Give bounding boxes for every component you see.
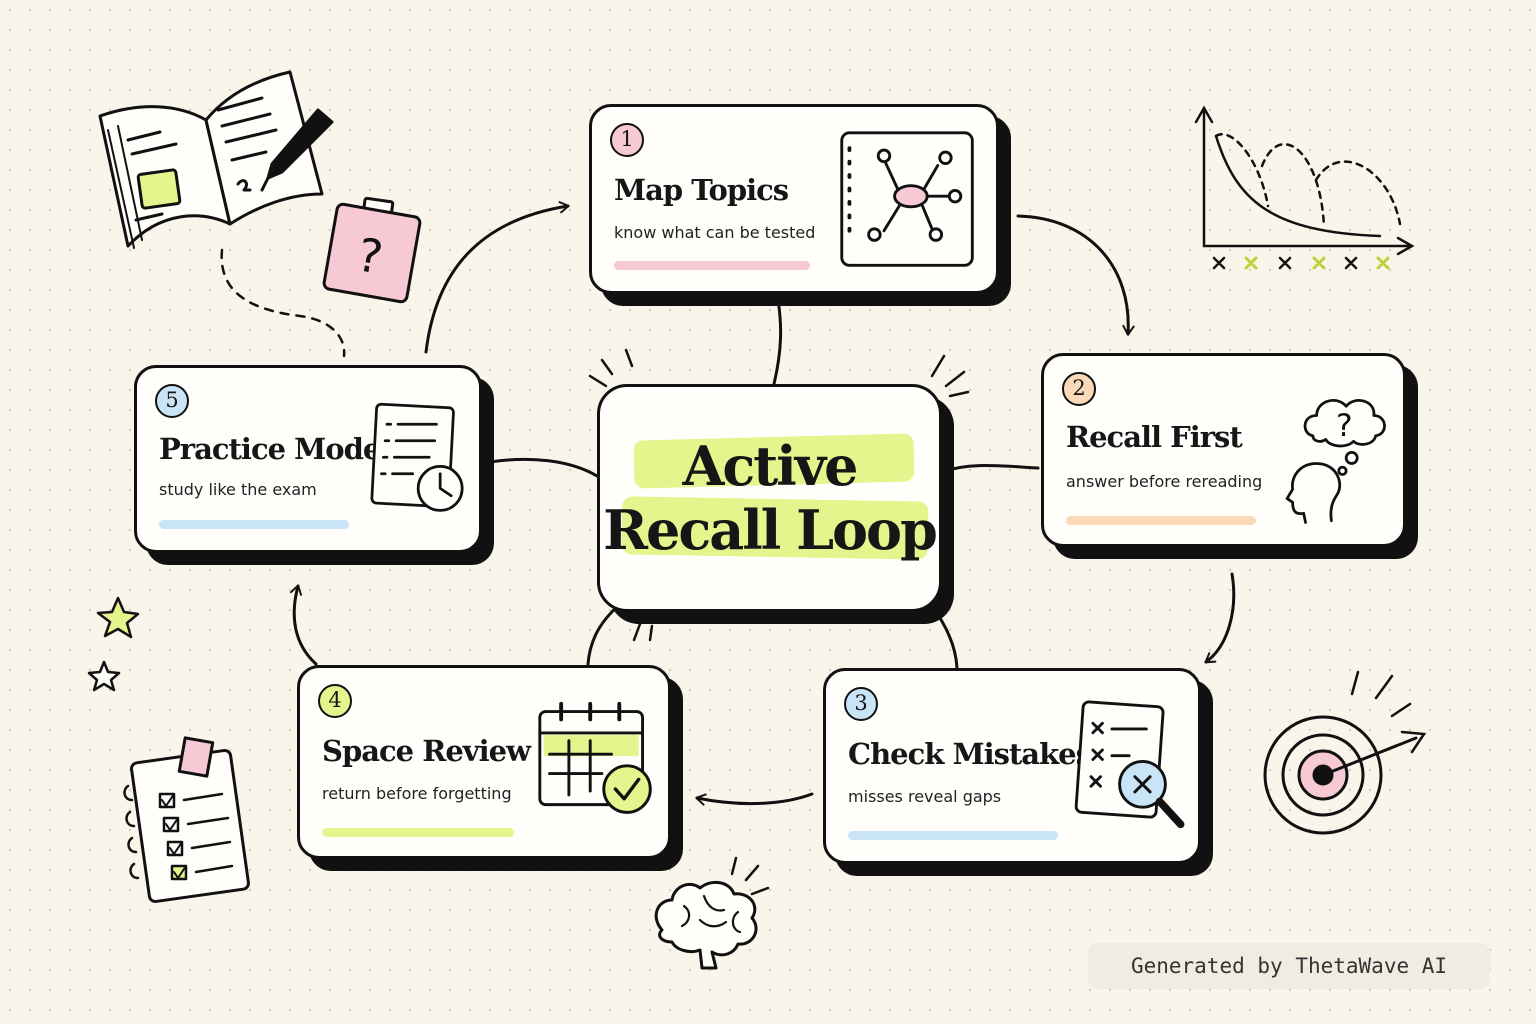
step-number: 1 [610, 123, 644, 157]
step-card-map-topics[interactable]: 1 Map Topics know what can be tested [589, 104, 999, 294]
step-card-recall-first[interactable]: 2 Recall First answer before rereading ? [1041, 353, 1406, 547]
question-tag-icon: ? [322, 196, 422, 304]
burst-strokes-bottom-left [632, 622, 654, 642]
step-title: Space Review [322, 734, 531, 768]
mind-map-icon [840, 131, 974, 267]
target-icon [1263, 670, 1427, 835]
connector-center-step2 [940, 464, 1040, 474]
step-subtitle: know what can be tested [614, 223, 816, 242]
step-subtitle: study like the exam [159, 480, 317, 499]
accent-bar [159, 520, 349, 529]
connector-center-step3 [930, 604, 959, 670]
arrow-step2-to-step3 [1204, 572, 1236, 664]
step-number: 3 [844, 687, 878, 721]
generated-by-badge: Generated by ThetaWave AI [1088, 943, 1490, 989]
arrow-step1-to-step2 [1016, 214, 1135, 336]
checklist-magnifier-icon [1074, 700, 1185, 829]
forgetting-curve-icon [1194, 105, 1415, 270]
step-subtitle: misses reveal gaps [848, 787, 1002, 806]
accent-bar [848, 831, 1058, 840]
center-title-line-1: Active [682, 434, 859, 498]
connector-center-step1 [772, 298, 783, 386]
calendar-check-icon [538, 701, 652, 814]
step-number: 2 [1062, 372, 1096, 406]
center-hub: Active Recall Loop [597, 384, 942, 612]
step-title: Recall First [1066, 420, 1243, 454]
accent-bar [1066, 516, 1256, 525]
step-title: Check Mistakes [848, 737, 1092, 771]
checklist-icon [123, 736, 250, 904]
open-notebook-icon [98, 70, 324, 249]
burst-strokes-top-left [588, 348, 634, 388]
thinking-head-icon: ? [1285, 399, 1386, 524]
burst-strokes-top-right [930, 354, 970, 398]
step-card-check-mistakes[interactable]: 3 Check Mistakes misses reveal gaps [823, 668, 1201, 864]
pencil-icon [260, 108, 334, 192]
step-card-space-review[interactable]: 4 Space Review return before forgetting [297, 665, 671, 859]
step-subtitle: answer before rereading [1066, 472, 1263, 491]
arrow-step3-to-step4 [695, 792, 814, 806]
step-number: 5 [155, 384, 189, 418]
brain-icon [654, 856, 770, 970]
connector-center-step5 [488, 457, 599, 478]
accent-bar [322, 828, 514, 837]
svg-text:?: ? [1336, 408, 1353, 444]
step-number: 4 [318, 684, 352, 718]
accent-bar [614, 261, 810, 270]
star-icon [87, 596, 140, 692]
arrow-step5-to-step1 [424, 201, 570, 354]
step-title: Practice Mode [159, 432, 381, 466]
step-title: Map Topics [614, 173, 789, 207]
dashed-trail [220, 248, 346, 358]
step-subtitle: return before forgetting [322, 784, 512, 803]
step-card-practice-mode[interactable]: 5 Practice Mode study like the exam [134, 365, 482, 553]
center-title-line-2: Recall Loop [603, 498, 938, 562]
exam-clock-icon [370, 402, 464, 512]
arrow-step4-to-step5 [289, 584, 318, 666]
